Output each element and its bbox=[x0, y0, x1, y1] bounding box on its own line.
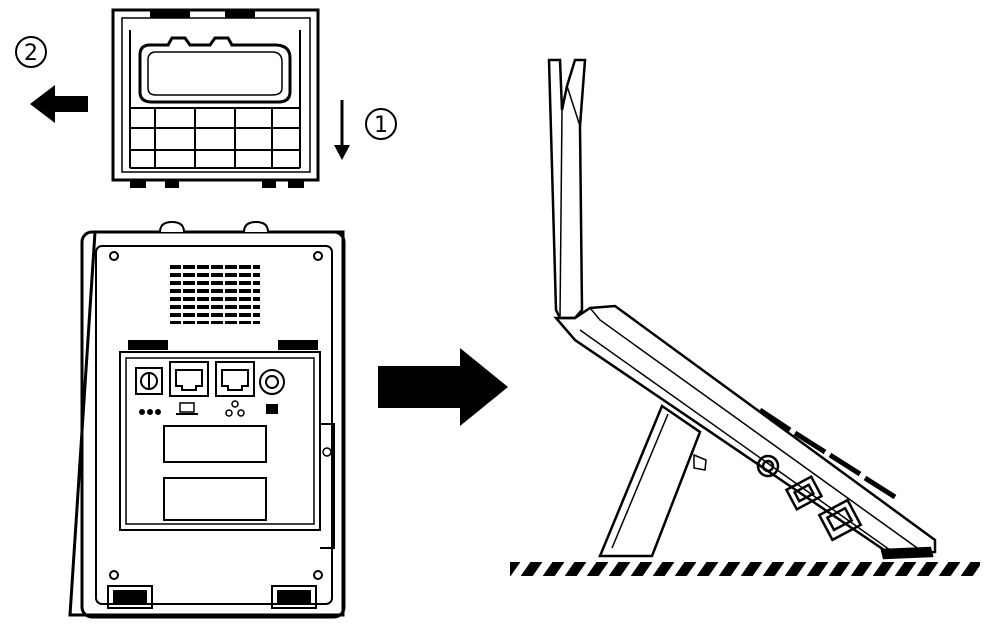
pc-port-icon bbox=[169, 361, 209, 415]
step-2-circle bbox=[15, 36, 47, 68]
stand-bracket bbox=[111, 8, 320, 188]
phone-side-view bbox=[547, 58, 937, 560]
left-arrow-icon bbox=[30, 85, 88, 123]
step-2-label: 2 bbox=[24, 41, 38, 66]
phone-back-view bbox=[68, 220, 346, 619]
step-2-marker: 2 bbox=[15, 36, 88, 123]
handset-port-icon bbox=[259, 369, 285, 414]
speaker-grille bbox=[170, 264, 260, 324]
power-port-icon bbox=[135, 367, 163, 415]
step-1-label: 1 bbox=[374, 113, 388, 138]
ground-surface bbox=[510, 562, 980, 576]
lan-port-icon bbox=[215, 361, 255, 417]
down-arrow-icon bbox=[334, 145, 350, 160]
step-1-marker: 1 bbox=[334, 100, 397, 160]
step-1-circle bbox=[365, 108, 397, 140]
right-arrow-icon bbox=[378, 348, 508, 426]
